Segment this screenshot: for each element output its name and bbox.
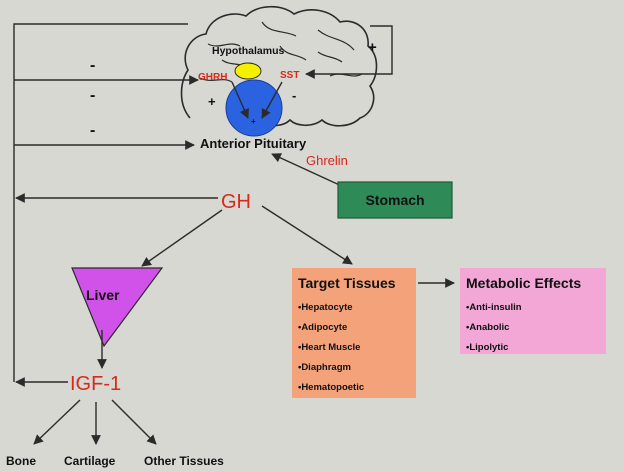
minus-sign-ghrh: - (90, 87, 95, 104)
pituitary-mark: + (251, 117, 256, 126)
top-plus-sign: + (368, 39, 377, 56)
stomach-label: Stomach (365, 192, 424, 208)
ghrh-sign: + (208, 94, 216, 109)
stomach-to-pituitary-arrow (271, 153, 347, 189)
metabolic-effects-box (460, 268, 606, 354)
target-item-2: •Adipocyte (298, 322, 347, 333)
sst-to-pituitary-arrow (261, 81, 283, 119)
brain-outline (180, 5, 378, 129)
target-item-5: •Hematopoetic (298, 382, 364, 393)
stomach-box (337, 181, 453, 219)
igf-to-bone-arrow (33, 399, 81, 445)
metabolic-effects-title: Metabolic Effects (466, 275, 581, 291)
target-item-3: •Heart Muscle (298, 342, 360, 353)
pituitary-shape (225, 79, 283, 137)
ghrh-label: GHRH (198, 72, 227, 83)
cartilage-label: Cartilage (64, 454, 116, 468)
liver-shape (71, 267, 164, 348)
target-tissues-title: Target Tissues (298, 275, 396, 291)
hypothalamus-shape (234, 62, 262, 80)
metabolic-item-1: •Anti-insulin (466, 302, 522, 313)
feedback-plus-loop (305, 25, 393, 79)
minus-sign-pituitary: - (90, 122, 95, 139)
target-tissues-box (292, 268, 416, 398)
metabolic-item-2: •Anabolic (466, 322, 509, 333)
anterior-pituitary-label: Anterior Pituitary (200, 136, 307, 151)
gh-label: GH (221, 191, 251, 213)
minus-sign-top: - (90, 57, 95, 74)
gh-to-target-arrow (261, 205, 353, 265)
igf-to-other-arrow (111, 399, 157, 445)
metabolic-item-3: •Lipolytic (466, 342, 508, 353)
ghrh-to-pituitary-arrow (231, 81, 249, 119)
brain-folds (199, 21, 363, 83)
gh-to-liver-arrow (141, 209, 223, 267)
bone-label: Bone (6, 454, 36, 468)
igf1-label: IGF-1 (70, 373, 121, 395)
sst-sign: - (292, 88, 296, 103)
target-item-4: •Diaphragm (298, 362, 351, 373)
ghrelin-label: Ghrelin (306, 153, 348, 168)
target-item-1: •Hepatocyte (298, 302, 353, 313)
other-tissues-label: Other Tissues (144, 454, 224, 468)
hypothalamus-label: Hypothalamus (212, 45, 285, 57)
feedback-line-igf (13, 23, 188, 382)
liver-label: Liver (86, 287, 120, 303)
sst-label: SST (280, 70, 299, 81)
